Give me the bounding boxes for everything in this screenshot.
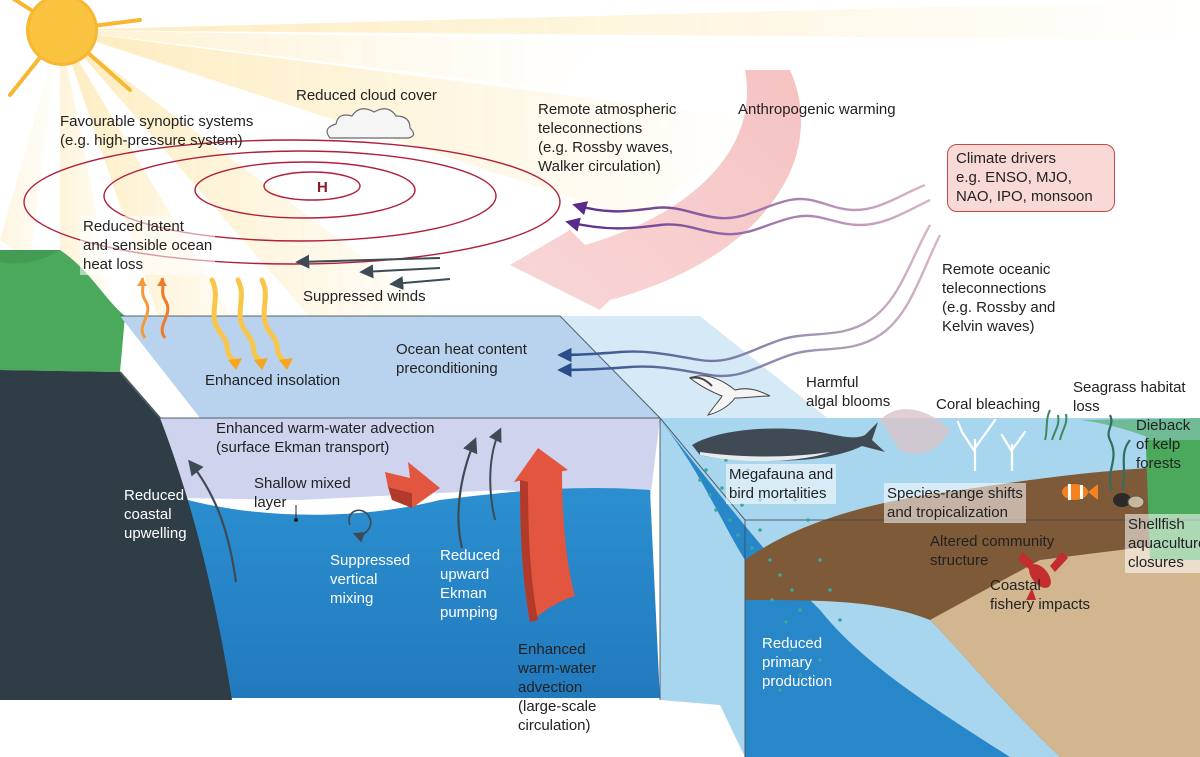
ocean-surface (120, 316, 660, 418)
cloud-icon (326, 108, 415, 139)
insolation-arrows (209, 277, 289, 365)
shellfish-label: Shellfish aquaculture closures (1125, 514, 1200, 573)
atmospheric-teleconnection-waves (565, 183, 931, 236)
seagrass-icon (1044, 409, 1068, 441)
megafauna-label: Megafauna and bird mortalities (726, 464, 837, 504)
lobster-icon (1018, 552, 1068, 600)
ekman-pumping-arrow-2 (488, 427, 502, 521)
ekman-transport-arrow (385, 462, 440, 508)
oceanic-teleconnection-waves (557, 224, 942, 378)
fishery-label: Coastal fishery impacts (990, 577, 1091, 613)
coral-icon (956, 418, 1027, 472)
shallow-mixed-label: Shallow mixed layer (254, 475, 351, 511)
shellfish-icon (1113, 493, 1145, 509)
upwelling-arrow (188, 459, 238, 583)
ekman-advection-label: Enhanced warm-water advection (surface E… (216, 420, 435, 456)
shelf-deep-water (660, 420, 1010, 757)
coastal-land (0, 250, 125, 372)
atmospheric-teleconnection-label: Remote atmospheric teleconnections (e.g.… (538, 101, 677, 175)
plankton-dots (698, 458, 842, 692)
high-pressure-label: H (317, 179, 328, 196)
wind-arrows (295, 254, 451, 291)
coral-bleaching-label: Coral bleaching (936, 396, 1041, 413)
kelp-label: Dieback of kelp forests (1136, 417, 1191, 472)
suppressed-mixing-label: Suppressed vertical mixing (330, 552, 411, 607)
cloud-label: Reduced cloud cover (296, 87, 437, 104)
primary-production-label: Reduced primary production (762, 635, 833, 690)
oceanic-teleconnection-label: Remote oceanic teleconnections (e.g. Ros… (942, 261, 1056, 335)
large-scale-advection-label: Enhanced warm-water advection (large-sca… (518, 641, 597, 734)
species-shifts-label: Species-range shifts and tropicalization (884, 483, 1026, 523)
heat-loss-label: Reduced latent and sensible ocean heat l… (80, 216, 216, 275)
suppressed-winds-label: Suppressed winds (303, 288, 426, 305)
reduced-upwelling-label: Reduced coastal upwelling (124, 487, 187, 542)
mixing-swirl (348, 509, 372, 543)
climate-drivers-box (947, 144, 1115, 212)
seagrass-label: Seagrass habitat loss (1073, 379, 1186, 415)
anthropogenic-label: Anthropogenic warming (738, 101, 896, 118)
ekman-pumping-label: Reduced upward Ekman pumping (440, 547, 501, 621)
whale-icon (692, 422, 885, 462)
preconditioning-label: Ocean heat content preconditioning (396, 341, 527, 377)
kelp-icon (1107, 414, 1131, 491)
synoptic-label: Favourable synoptic systems (e.g. high-p… (60, 113, 254, 149)
large-scale-advection-arrow (514, 448, 575, 622)
harmful-algal-label: Harmful algal blooms (806, 374, 891, 410)
ekman-pumping-arrow-1 (457, 437, 478, 549)
insolation-label: Enhanced insolation (205, 372, 341, 389)
community-label: Altered community structure (930, 533, 1055, 569)
anthropogenic-warming-arrow (510, 70, 802, 310)
heat-loss-arrows (137, 277, 170, 339)
clownfish-icon (1062, 484, 1098, 500)
ocean-deep (180, 488, 745, 757)
climate-drivers-label: Climate drivers e.g. ENSO, MJO, NAO, IPO… (956, 150, 1093, 205)
seabird-icon (689, 375, 771, 416)
isobar-rings (23, 139, 561, 265)
coastal-cliff (0, 370, 232, 700)
